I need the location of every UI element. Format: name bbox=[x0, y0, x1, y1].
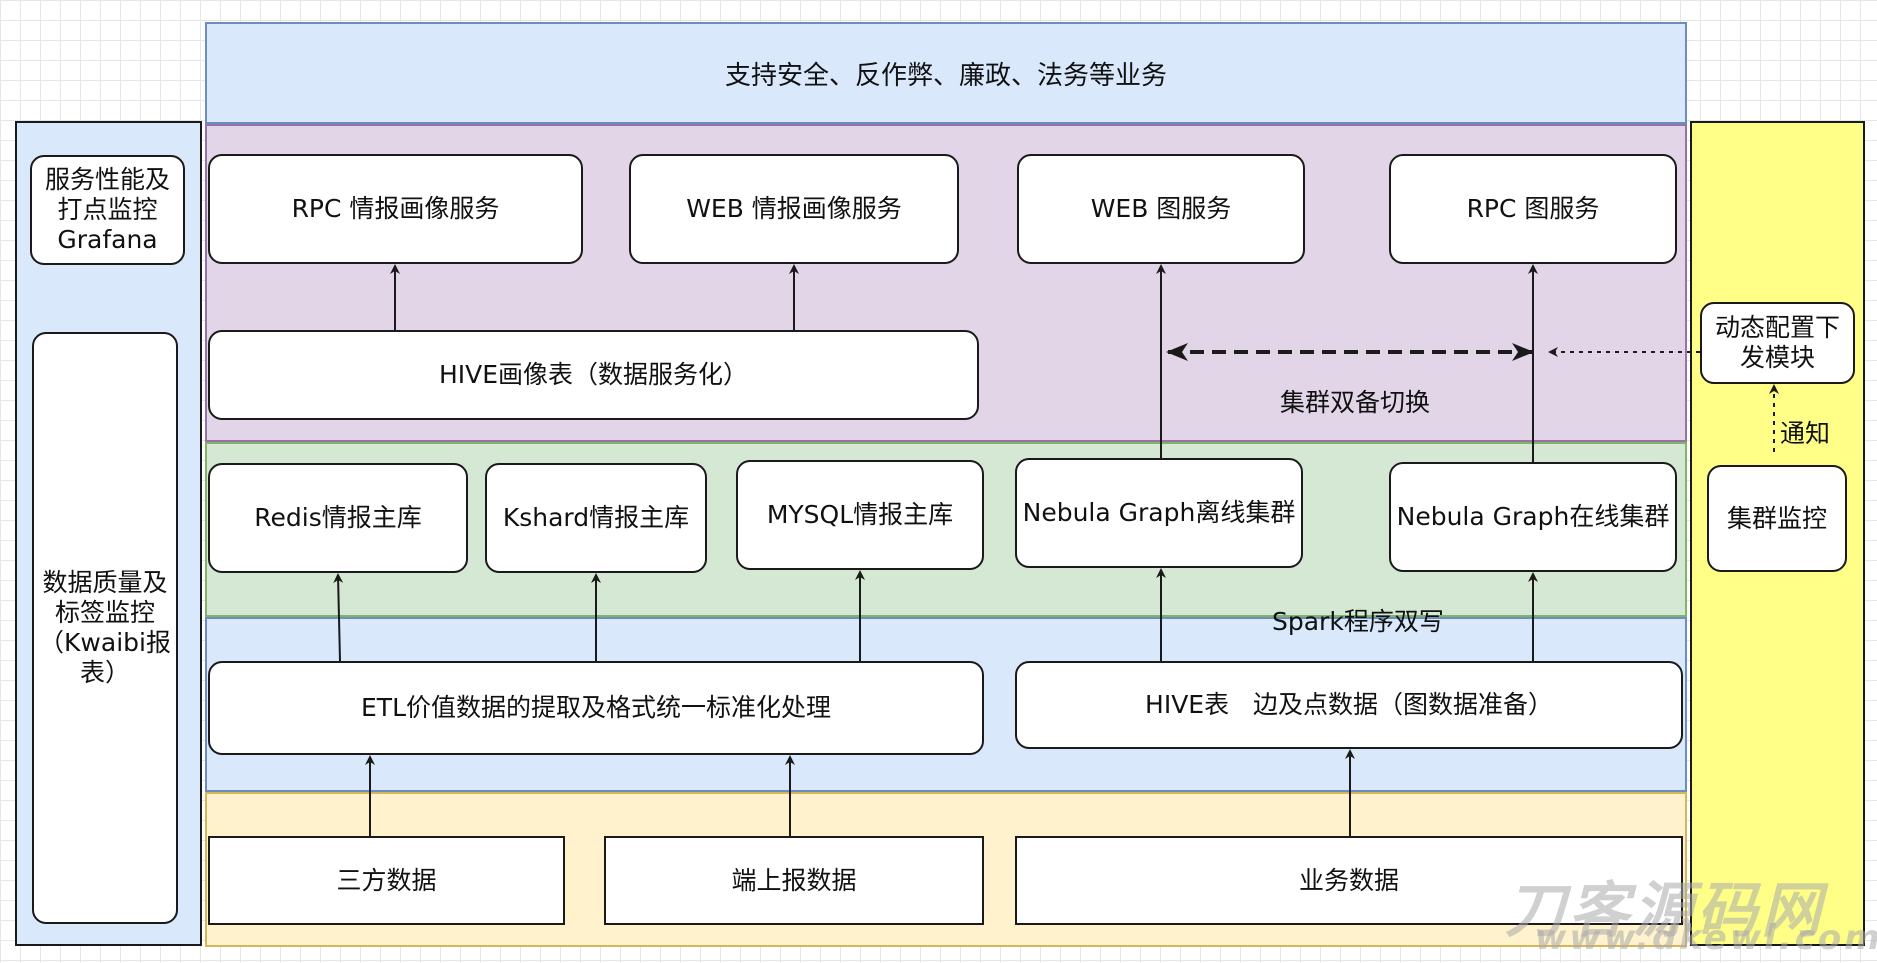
web-graph-service-text: WEB 图服务 bbox=[1090, 194, 1232, 223]
kshard-store-node[interactable]: Kshard情报主库 bbox=[485, 463, 707, 573]
third-party-data-text: 三方数据 bbox=[336, 865, 437, 895]
top-banner-text: 支持安全、反作弊、廉政、法务等业务 bbox=[724, 60, 1167, 91]
hive-profile-table-text: HIVE画像表（数据服务化） bbox=[438, 360, 749, 389]
grafana-monitor-text: 服务性能及 打点监控 Grafana bbox=[44, 165, 170, 254]
data-quality-monitor-text: 数据质量及 标签监控 （Kwaibi报 表） bbox=[39, 568, 171, 687]
dynamic-config-node[interactable]: 动态配置下 发模块 bbox=[1700, 302, 1855, 384]
notify-label: 通知 bbox=[1780, 419, 1831, 448]
grafana-monitor-node[interactable]: 服务性能及 打点监控 Grafana bbox=[30, 155, 185, 265]
data-quality-monitor-node[interactable]: 数据质量及 标签监控 （Kwaibi报 表） bbox=[32, 332, 178, 924]
spark-dual-write-label: Spark程序双写 bbox=[1272, 607, 1444, 636]
redis-store-text: Redis情报主库 bbox=[254, 503, 422, 532]
rpc-graph-service-node[interactable]: RPC 图服务 bbox=[1389, 154, 1677, 264]
cluster-monitor-text: 集群监控 bbox=[1726, 503, 1827, 533]
business-data-node[interactable]: 业务数据 bbox=[1015, 836, 1683, 925]
mysql-store-text: MYSQL情报主库 bbox=[766, 500, 954, 529]
kshard-store-text: Kshard情报主库 bbox=[502, 503, 690, 532]
top-banner: 支持安全、反作弊、廉政、法务等业务 bbox=[205, 22, 1687, 124]
watermark-url: www.dkewl.com bbox=[1535, 918, 1877, 958]
web-graph-service-node[interactable]: WEB 图服务 bbox=[1017, 154, 1305, 264]
nebula-offline-cluster-text: Nebula Graph离线集群 bbox=[1022, 498, 1296, 527]
rpc-graph-service-text: RPC 图服务 bbox=[1466, 194, 1600, 223]
nebula-online-cluster-text: Nebula Graph在线集群 bbox=[1396, 502, 1670, 531]
nebula-offline-cluster-node[interactable]: Nebula Graph离线集群 bbox=[1015, 458, 1303, 568]
watermark-title: 刀客源码网 bbox=[1505, 876, 1825, 946]
dynamic-config-text: 动态配置下 发模块 bbox=[1714, 313, 1840, 372]
rpc-profile-service-node[interactable]: RPC 情报画像服务 bbox=[208, 154, 583, 264]
hive-profile-table-node[interactable]: HIVE画像表（数据服务化） bbox=[208, 330, 979, 420]
etl-processing-node[interactable]: ETL价值数据的提取及格式统一标准化处理 bbox=[208, 661, 984, 755]
rpc-profile-service-text: RPC 情报画像服务 bbox=[291, 194, 500, 223]
etl-processing-text: ETL价值数据的提取及格式统一标准化处理 bbox=[361, 693, 831, 722]
hive-edge-vertex-node[interactable]: HIVE表 边及点数据（图数据准备） bbox=[1015, 661, 1683, 749]
web-profile-service-node[interactable]: WEB 情报画像服务 bbox=[629, 154, 959, 264]
business-data-text: 业务数据 bbox=[1298, 865, 1399, 895]
arrow-etl-to-redis bbox=[333, 573, 344, 662]
failover-label: 集群双备切换 bbox=[1280, 388, 1431, 417]
web-profile-service-text: WEB 情报画像服务 bbox=[686, 194, 902, 223]
client-report-data-text: 端上报数据 bbox=[731, 865, 857, 895]
client-report-data-node[interactable]: 端上报数据 bbox=[604, 836, 984, 925]
mysql-store-node[interactable]: MYSQL情报主库 bbox=[736, 460, 984, 570]
redis-store-node[interactable]: Redis情报主库 bbox=[208, 463, 468, 573]
third-party-data-node[interactable]: 三方数据 bbox=[208, 836, 565, 925]
hive-edge-vertex-text: HIVE表 边及点数据（图数据准备） bbox=[1145, 690, 1553, 719]
cluster-monitor-node[interactable]: 集群监控 bbox=[1707, 465, 1847, 572]
nebula-online-cluster-node[interactable]: Nebula Graph在线集群 bbox=[1389, 462, 1677, 572]
